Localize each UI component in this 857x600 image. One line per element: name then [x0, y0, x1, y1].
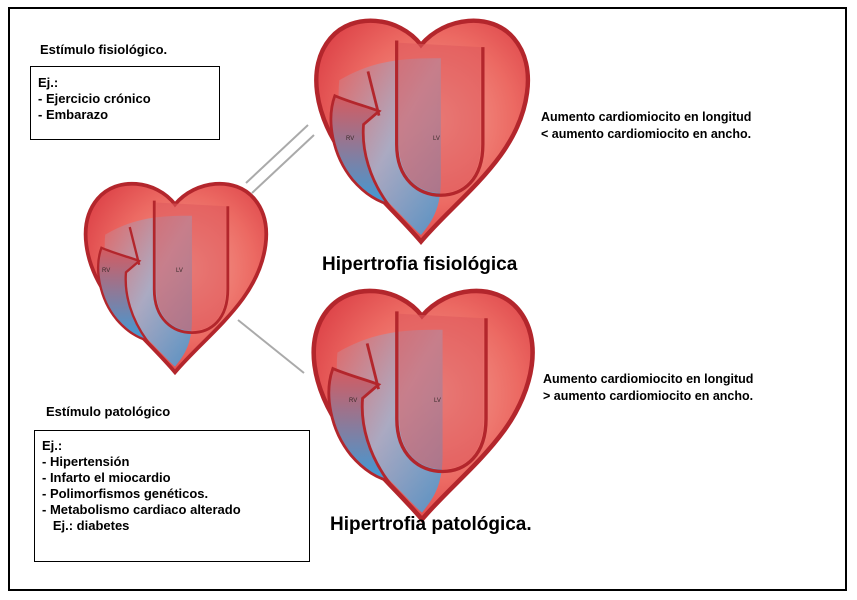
pathological-examples-header: Ej.: — [42, 438, 309, 454]
physiological-example-item: - Embarazo — [38, 107, 219, 123]
physiological-description: Aumento cardiomiocito en longitud < aume… — [541, 109, 751, 143]
physiological-heart: RV LV — [316, 21, 528, 242]
physiological-example-item: - Ejercicio crónico — [38, 91, 219, 107]
pathological-description-line: > aumento cardiomiocito en ancho. — [543, 388, 753, 405]
rv-label-pathological: RV — [349, 398, 357, 404]
physiological-hypertrophy-heading: Hipertrofia fisiológica — [322, 254, 517, 276]
pathological-examples-box: Ej.: - Hipertensión - Infarto el miocard… — [34, 430, 310, 562]
pathological-stimulus-title: Estímulo patológico — [46, 404, 170, 419]
rv-label-normal: RV — [102, 268, 110, 274]
physiological-description-line: < aumento cardiomiocito en ancho. — [541, 126, 751, 143]
pathological-example-item: - Polimorfismos genéticos. — [42, 486, 309, 502]
physiological-examples-header: Ej.: — [38, 75, 219, 91]
lv-label-physiological: LV — [433, 136, 440, 142]
normal-heart: RV LV — [86, 184, 267, 373]
pathological-heart: RV LV — [314, 291, 533, 519]
pathological-hypertrophy-heading: Hipertrofia patológica. — [330, 514, 532, 536]
pathological-description: Aumento cardiomiocito en longitud > aume… — [543, 371, 753, 405]
physiological-stimulus-title: Estímulo fisiológico. — [40, 42, 167, 57]
lv-label-pathological: LV — [434, 398, 441, 404]
pathological-example-item: Ej.: diabetes — [42, 518, 309, 534]
pathological-example-item: - Hipertensión — [42, 454, 309, 470]
pathological-description-line: Aumento cardiomiocito en longitud — [543, 371, 753, 388]
physiological-examples-box: Ej.: - Ejercicio crónico - Embarazo — [30, 66, 220, 140]
connector-to-pathological — [238, 320, 304, 373]
physiological-description-line: Aumento cardiomiocito en longitud — [541, 109, 751, 126]
pathological-example-item: - Metabolismo cardiaco alterado — [42, 502, 309, 518]
connector-to-physiological — [246, 125, 314, 193]
pathological-example-item: - Infarto el miocardio — [42, 470, 309, 486]
lv-label-normal: LV — [176, 268, 183, 274]
rv-label-physiological: RV — [346, 136, 354, 142]
